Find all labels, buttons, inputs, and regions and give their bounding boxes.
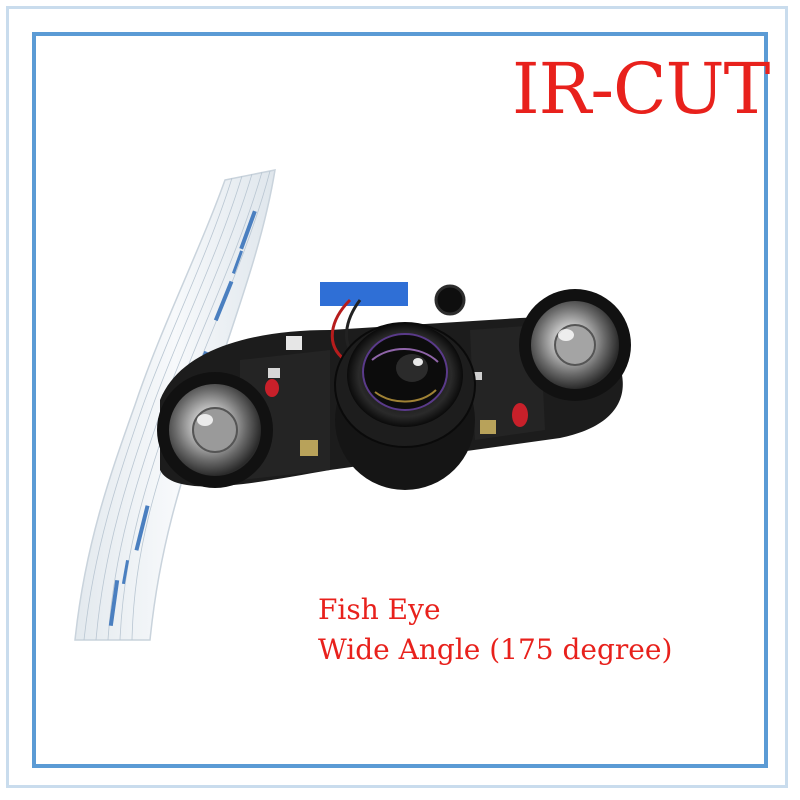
right-ir-led: [519, 289, 631, 401]
inner-frame: [32, 32, 768, 768]
cable-connector: [320, 282, 408, 306]
left-ir-led: [157, 372, 273, 488]
product-caption: Fish Eye Wide Angle (175 degree): [318, 590, 672, 670]
outer-frame: [6, 6, 788, 788]
product-title: IR-CUT: [512, 48, 770, 130]
screw-terminal: [300, 440, 318, 456]
caption-line-wide-angle: Wide Angle (175 degree): [318, 633, 673, 666]
fisheye-lens: [334, 322, 476, 490]
caption-line-fish-eye: Fish Eye: [318, 593, 441, 626]
photoresistor: [512, 403, 528, 427]
